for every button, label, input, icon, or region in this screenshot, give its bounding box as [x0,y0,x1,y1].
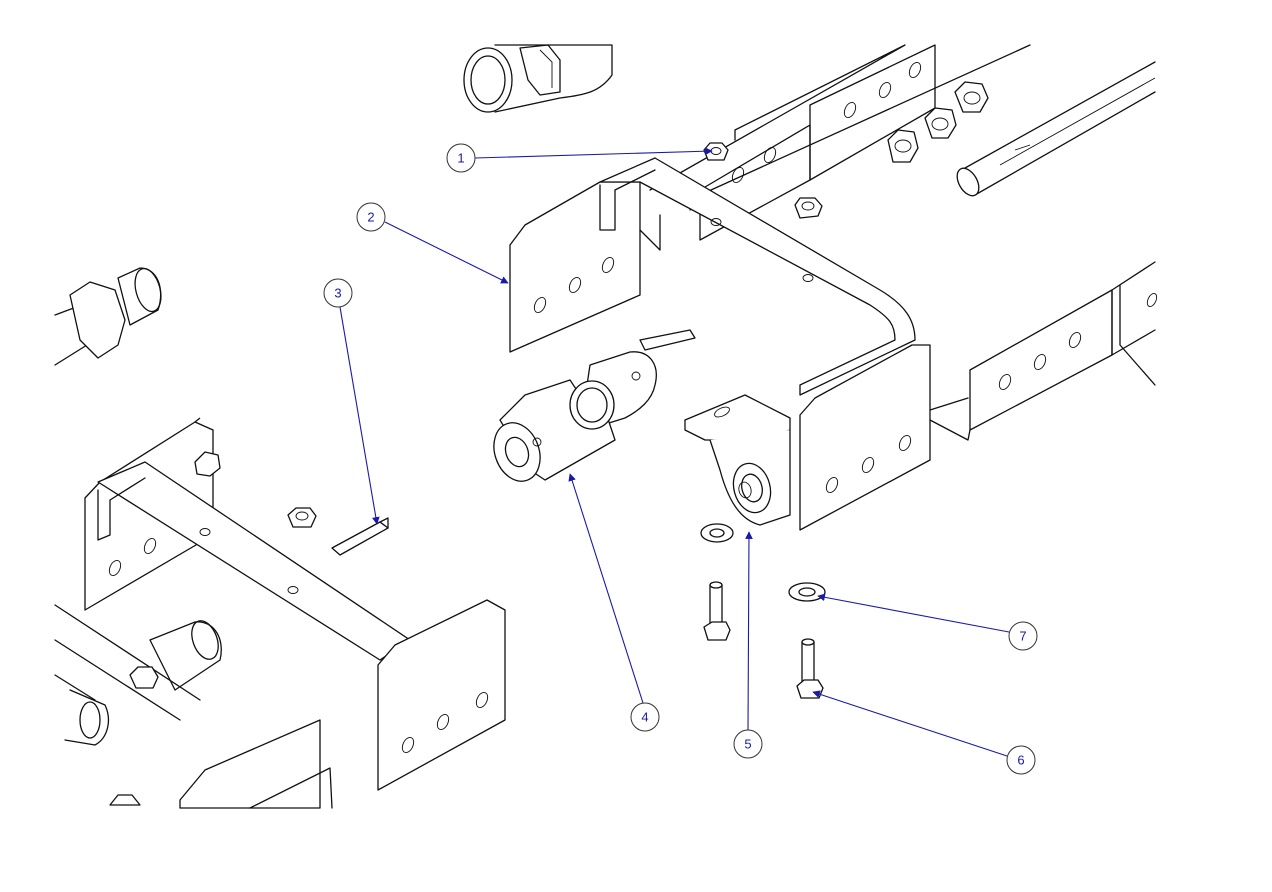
callout-label: 7 [1019,629,1026,644]
lock-washer-and-bolt [700,523,734,641]
shaft-key [331,517,389,556]
callout-label: 2 [367,210,374,225]
leader-line-4 [568,473,644,704]
leader-line-1 [474,147,713,159]
callout-label: 4 [641,710,648,725]
callout-circle [1008,621,1038,651]
callout-circle [323,278,353,308]
leader-line-5 [745,531,753,731]
lower-channel-rail [929,261,1158,441]
leader-line-6 [812,690,1008,757]
callout-circle [1006,745,1036,775]
universal-joint [493,329,696,482]
upper-pipe-fitting [463,44,613,113]
leader-line-2 [384,221,509,284]
callout-6: 6 [1006,745,1036,775]
callout-label: 5 [744,737,751,752]
leader-line-3 [339,306,380,525]
callout-circle [630,702,660,732]
callout-2: 2 [356,202,386,232]
hex-nuts-group [703,81,989,219]
callout-1: 1 [446,143,476,173]
leader-line-7 [817,593,1010,633]
callout-4: 4 [630,702,660,732]
hex-bolt [796,638,824,699]
keyed-shaft [956,61,1156,197]
callout-label: 1 [457,151,464,166]
pillow-block-bearing [684,394,791,526]
left-bracket-assembly [54,417,506,809]
leader-lines [339,147,1010,757]
flat-washer [788,582,826,602]
callout-5: 5 [733,729,763,759]
callout-7: 7 [1008,621,1038,651]
callout-circle [356,202,386,232]
callout-label: 3 [334,286,341,301]
left-pipe-fitting [54,267,162,366]
callout-3: 3 [323,278,353,308]
main-bracket [509,157,931,531]
upper-channel-rail [649,44,1031,241]
loose-nut [287,507,317,528]
callout-circle [446,143,476,173]
callout-circle [733,729,763,759]
callout-label: 6 [1017,753,1024,768]
